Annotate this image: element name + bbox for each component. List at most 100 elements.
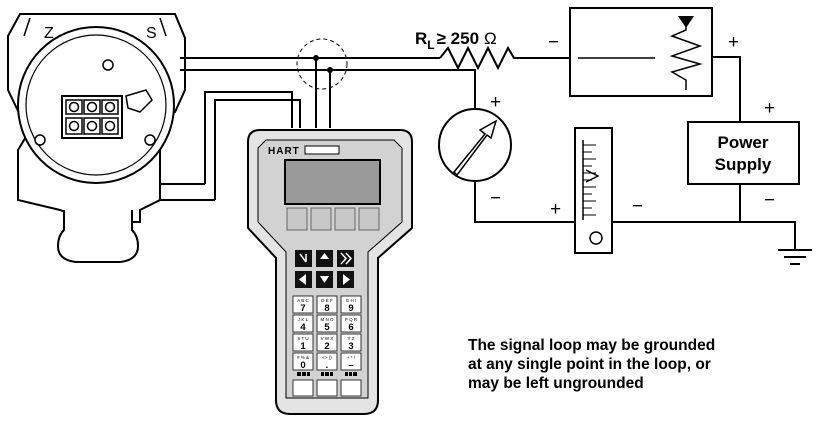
note-line-2: at any single point in the loop, or — [468, 356, 711, 373]
recorder-trace — [669, 22, 703, 90]
grounding-note: The signal loop may be grounded at any s… — [468, 336, 813, 393]
function-key-f4[interactable] — [358, 207, 380, 231]
shift-key-right[interactable] — [340, 379, 362, 397]
ground-icon — [778, 249, 812, 265]
keypad-key-digit: 7 — [300, 303, 305, 314]
navigation-keys — [295, 250, 354, 288]
function-keys — [286, 207, 380, 231]
keypad-key-face — [292, 295, 314, 314]
housing-mark-s: S — [146, 25, 157, 42]
current-meter: + − — [438, 92, 512, 209]
keypad-key-.[interactable]: <> (). — [316, 352, 338, 371]
keypad-key-face — [316, 333, 338, 352]
connection-point-marker — [296, 38, 348, 90]
keypad-key-face — [292, 352, 314, 371]
terminal-screw — [86, 120, 98, 132]
junction-dot — [327, 67, 333, 73]
cover-screw — [144, 134, 156, 146]
negative-wire — [180, 69, 476, 110]
terminal-screw — [86, 101, 98, 113]
hot-key-icon — [340, 252, 353, 265]
keypad-key-0[interactable]: # % &0 — [292, 352, 314, 371]
keypad-key-letters: + * / — [347, 355, 356, 360]
indicator-knob — [589, 231, 603, 245]
keypad-key-face — [292, 314, 314, 333]
keypad-key-–[interactable]: + * /– — [340, 352, 362, 371]
shift-key-center[interactable] — [316, 379, 338, 397]
function-key-f3[interactable] — [334, 207, 356, 231]
shift-keys — [292, 372, 362, 397]
keypad-key-digit: 4 — [300, 322, 306, 333]
meter-arrow-icon — [452, 119, 498, 177]
keypad-key-9[interactable]: G H I9 — [340, 295, 362, 314]
shift-key-left[interactable] — [292, 379, 314, 397]
keypad-key-letters: G H I — [346, 298, 357, 303]
keypad-key-letters: V W X — [321, 336, 334, 341]
keypad-key-face — [340, 333, 362, 352]
power-supply: Power Supply + − — [687, 98, 800, 211]
keypad-key-5[interactable]: M N O5 — [316, 314, 338, 333]
function-key-f2[interactable] — [310, 207, 332, 231]
meter-plus: + — [490, 92, 501, 113]
recorder-wire — [712, 56, 741, 122]
keypad-key-digit: 6 — [348, 322, 353, 333]
recorder-pointer-icon — [678, 16, 694, 28]
housing-mark-z: Z — [44, 25, 54, 42]
chart-recorder: − + — [548, 7, 739, 97]
ground-wire — [740, 221, 796, 250]
keypad-key-digit: 0 — [300, 360, 305, 371]
transmitter: Z S — [7, 13, 186, 263]
keypad-key-digit: 9 — [348, 303, 353, 314]
power-supply-label-line2: Supply — [715, 155, 772, 174]
note-line-1: The signal loop may be grounded — [468, 337, 716, 354]
function-key-f1[interactable] — [286, 207, 308, 231]
keypad-key-4[interactable]: J K L4 — [292, 314, 314, 333]
keypad-key-letters: A B C — [297, 298, 309, 303]
supply-minus: − — [764, 190, 775, 211]
keypad-key-8[interactable]: D E F8 — [316, 295, 338, 314]
keypad-key-letters: P Q R — [345, 317, 358, 322]
recorder-minus: − — [548, 32, 559, 53]
keypad-key-digit: . — [326, 360, 329, 371]
indicator-plus: + — [550, 199, 561, 220]
keypad-key-letters: D E F — [321, 298, 333, 303]
keypad-key-face — [316, 314, 338, 333]
terminal-screw — [68, 120, 80, 132]
recorder-plus: + — [728, 32, 739, 53]
arrow-left-icon — [299, 274, 306, 285]
alphanumeric-keypad: A B C7D E F8G H I9J K L4M N O5P Q R6S T … — [292, 295, 362, 371]
keypad-key-letters: # % & — [297, 355, 309, 360]
note-line-3: may be left ungrounded — [468, 375, 644, 392]
keypad-key-2[interactable]: V W X2 — [316, 333, 338, 352]
communicator-lead-4 — [204, 91, 293, 184]
cover-screw — [34, 134, 46, 146]
keypad-key-face — [340, 314, 362, 333]
keypad-key-face — [340, 295, 362, 314]
arrow-right-icon — [343, 274, 350, 285]
communicator-brand: HART — [268, 146, 300, 157]
keypad-key-3[interactable]: Y Z3 — [340, 333, 362, 352]
keypad-key-digit: 3 — [348, 341, 353, 352]
keypad-key-1[interactable]: S T U1 — [292, 333, 314, 352]
transmitter-base — [56, 210, 140, 263]
keypad-key-letters: M N O — [321, 317, 334, 322]
terminal-screw — [68, 101, 80, 113]
arrow-up-icon — [320, 253, 329, 259]
power-supply-label-line1: Power — [717, 133, 768, 152]
keypad-key-digit: – — [348, 360, 353, 371]
communicator-lead-3 — [214, 99, 301, 200]
terminal-screw — [104, 101, 116, 113]
keypad-key-7[interactable]: A B C7 — [292, 295, 314, 314]
keypad-key-letters: Y Z — [348, 336, 355, 341]
keypad-key-face — [340, 352, 362, 371]
arrow-down-icon — [320, 276, 329, 283]
keypad-key-6[interactable]: P Q R6 — [340, 314, 362, 333]
keypad-key-face — [316, 295, 338, 314]
meter-minus: − — [490, 188, 501, 209]
keypad-key-letters: <> () — [322, 355, 332, 360]
hart-communicator: HART A B C7D E F8G H I9J K L4M N O — [247, 129, 413, 415]
ground-lug-icon — [125, 89, 153, 113]
